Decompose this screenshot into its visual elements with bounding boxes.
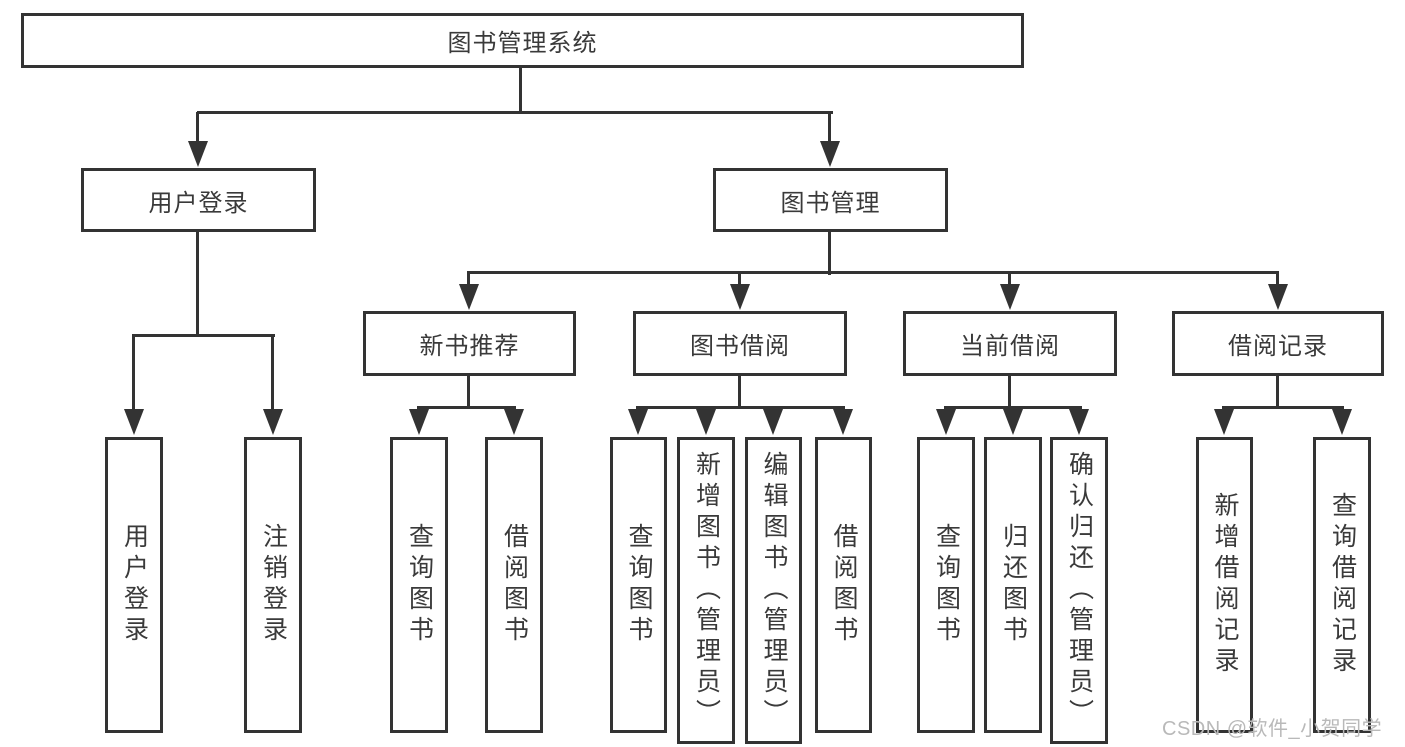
connector-stem <box>1008 272 1011 288</box>
node-user-login: 用户登录 <box>81 168 316 232</box>
node-label: 当前借阅 <box>960 333 1060 360</box>
leaf-label: 借阅图书 <box>830 523 858 647</box>
node-label: 用户登录 <box>148 189 249 217</box>
arrow-down-icon <box>188 141 208 167</box>
connector-stem <box>828 112 831 145</box>
node-label: 图书管理 <box>780 189 881 217</box>
leaf-return-books: 归还图书 <box>984 437 1042 733</box>
leaf-label: 查询图书 <box>405 523 434 647</box>
leaf-label: 查询图书 <box>932 523 961 647</box>
connector-stem <box>738 272 741 288</box>
arrow-down-icon <box>820 141 840 167</box>
connector-stem <box>196 112 199 145</box>
connector-split <box>417 406 516 409</box>
leaf-logout-login: 注销登录 <box>244 437 302 733</box>
arrow-down-icon <box>504 409 524 435</box>
connector-trunk <box>1008 376 1011 409</box>
arrow-down-icon <box>696 409 716 435</box>
connector-book-mgmt-split <box>467 271 1279 274</box>
connector-split <box>944 406 1082 409</box>
leaf-label: 注销登录 <box>259 523 288 647</box>
node-book-management: 图书管理 <box>713 168 948 232</box>
node-current-borrowing: 当前借阅 <box>903 311 1117 376</box>
node-new-book-recommendation: 新书推荐 <box>363 311 576 376</box>
arrow-down-icon <box>833 409 853 435</box>
connector-stem <box>467 272 470 288</box>
leaf-query-books-recommend: 查询图书 <box>390 437 448 733</box>
arrow-down-icon <box>628 409 648 435</box>
leaf-label: 查询图书 <box>625 523 653 647</box>
connector-user-login-split <box>132 334 275 337</box>
arrow-down-icon <box>1268 284 1288 310</box>
node-label: 借阅记录 <box>1228 333 1328 360</box>
node-label: 图书借阅 <box>690 333 790 360</box>
connector-stem <box>132 335 135 413</box>
leaf-add-book-admin: 新增图书（管理员） <box>677 437 735 744</box>
leaf-borrow-books-recommend: 借阅图书 <box>485 437 543 733</box>
arrow-down-icon <box>1000 284 1020 310</box>
arrow-down-icon <box>124 409 144 435</box>
connector-user-login-trunk <box>196 232 199 337</box>
connector-split <box>636 406 845 409</box>
arrow-down-icon <box>263 409 283 435</box>
node-book-borrowing: 图书借阅 <box>633 311 847 376</box>
connector-root-split <box>197 111 833 114</box>
leaf-borrow-books: 借阅图书 <box>815 437 872 733</box>
connector-book-mgmt-trunk <box>828 232 831 275</box>
connector-root-trunk <box>519 66 522 114</box>
leaf-label: 确认归还（管理员） <box>1065 451 1094 730</box>
leaf-label: 新增借阅记录 <box>1211 492 1239 678</box>
leaf-edit-book-admin: 编辑图书（管理员） <box>745 437 802 744</box>
arrow-down-icon <box>1069 409 1089 435</box>
leaf-label: 新增图书（管理员） <box>692 451 721 730</box>
arrow-down-icon <box>936 409 956 435</box>
arrow-down-icon <box>1003 409 1023 435</box>
arrow-down-icon <box>1332 409 1352 435</box>
leaf-add-borrow-record: 新增借阅记录 <box>1196 437 1253 733</box>
leaf-query-books-current: 查询图书 <box>917 437 975 733</box>
arrow-down-icon <box>763 409 783 435</box>
leaf-label: 编辑图书（管理员） <box>760 451 788 730</box>
leaf-query-books-borrowing: 查询图书 <box>610 437 667 733</box>
leaf-user-login: 用户登录 <box>105 437 163 733</box>
node-borrowing-records: 借阅记录 <box>1172 311 1384 376</box>
leaf-label: 借阅图书 <box>500 523 529 647</box>
watermark: CSDN @软件_小贺同学 <box>1162 718 1383 740</box>
leaf-query-borrow-record: 查询借阅记录 <box>1313 437 1371 733</box>
connector-split <box>1222 406 1344 409</box>
connector-trunk <box>467 376 470 409</box>
connector-trunk <box>1276 376 1279 409</box>
arrow-down-icon <box>409 409 429 435</box>
connector-trunk <box>738 376 741 409</box>
leaf-confirm-return-admin: 确认归还（管理员） <box>1050 437 1108 744</box>
leaf-label: 用户登录 <box>120 523 149 647</box>
connector-stem <box>1276 272 1279 288</box>
leaf-label: 查询借阅记录 <box>1328 492 1357 678</box>
leaf-label: 归还图书 <box>999 523 1028 647</box>
arrow-down-icon <box>730 284 750 310</box>
arrow-down-icon <box>1214 409 1234 435</box>
connector-stem <box>271 335 274 413</box>
arrow-down-icon <box>459 284 479 310</box>
node-label: 新书推荐 <box>419 333 520 360</box>
node-library-system: 图书管理系统 <box>21 13 1024 68</box>
node-label: 图书管理系统 <box>447 30 598 57</box>
